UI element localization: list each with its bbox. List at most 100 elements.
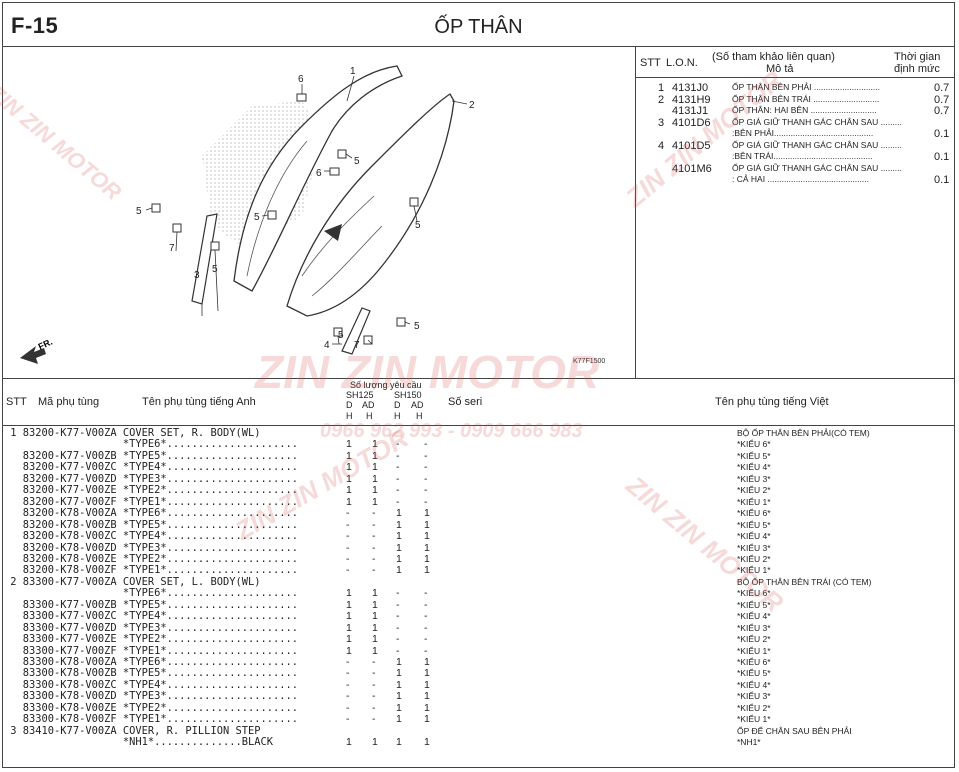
qty-cell: 1 [346, 484, 352, 497]
qty-cell: 1 [424, 690, 430, 703]
part-line: 83300-K78-V00ZB *TYPE5*.................… [4, 667, 299, 680]
qty-cell: - [372, 552, 376, 565]
qty-cell: 1 [346, 495, 352, 508]
table-row: 83300-K78-V00ZB *TYPE5*.................… [0, 668, 959, 680]
qty-cell: 1 [424, 701, 430, 714]
qty-cell: 1 [372, 438, 378, 451]
part-name-vi: *KIỂU 2* [737, 485, 771, 496]
table-row: 83200-K78-V00ZA *TYPE6*.................… [0, 508, 959, 520]
ref-row-time: 0.1 [934, 128, 950, 140]
table-row: 83300-K78-V00ZC *TYPE4*.................… [0, 678, 959, 692]
ref-row-desc: ỐP GIÁ GIỮ THANH GÁC CHÂN SAU ......... [732, 139, 902, 150]
qty-cell: - [396, 610, 400, 623]
ref-row-desc: ỐP THÂN: HAI BÊN .......................… [732, 105, 877, 115]
table-row: 83200-K78-V00ZE *TYPE2*.................… [0, 552, 959, 566]
ref-row-stt: 4 [658, 139, 665, 152]
table-row: 83200-K77-V00ZD *TYPE3*.................… [0, 472, 959, 486]
qty-cell: - [346, 678, 350, 691]
qty-cell: 1 [396, 518, 402, 531]
qty-cell: - [346, 518, 350, 531]
qty-cell: 1 [424, 541, 430, 554]
qty-cell: 1 [346, 621, 352, 634]
table-row: 83300-K77-V00ZC *TYPE4*.................… [0, 611, 959, 623]
part-line: 83300-K77-V00ZF *TYPE1*.................… [4, 644, 299, 657]
table-row: 83200-K78-V00ZC *TYPE4*.................… [0, 531, 959, 543]
qty-cell: - [346, 507, 350, 520]
labor-reference-table: STT L.O.N. (Số tham khảo liên quan) Mô t… [636, 46, 955, 378]
part-line: 83200-K77-V00ZD *TYPE3*.................… [4, 472, 299, 485]
callout-6a: 6 [298, 74, 304, 85]
part-name-vi: *KIỂU 2* [737, 702, 771, 713]
ref-header-time1: Thời gian [894, 51, 941, 63]
qty-cell: 1 [424, 713, 430, 726]
part-line: 83300-K78-V00ZA *TYPE6*.................… [4, 656, 299, 668]
part-3-step-cover-r [191, 213, 218, 305]
qty-cell: - [346, 541, 350, 554]
qty-cell: 1 [346, 736, 352, 749]
part-name-vi: *KIỂU 5* [737, 450, 771, 461]
table-row: 83200-K77-V00ZB *TYPE5*.................… [0, 450, 959, 463]
figure-code: K77F1500 [573, 358, 605, 365]
page-code: F-15 [11, 13, 59, 38]
col-stt: STT [6, 396, 27, 408]
table-row: 83300-K77-V00ZE *TYPE2*.................… [0, 634, 959, 646]
ref-row-desc: ỐP THÂN BÊN PHẢI .......................… [732, 82, 880, 92]
qty-cell: 1 [372, 736, 378, 749]
callout-5e: 5 [415, 220, 421, 231]
qty-cell: - [372, 530, 376, 543]
qty-cell: 1 [424, 736, 430, 749]
qty-cell: - [346, 713, 350, 726]
qty-cell: - [372, 678, 376, 691]
qty-cell: 1 [372, 610, 378, 623]
col-name-en: Tên phụ tùng tiếng Anh [142, 396, 256, 408]
col-qty-title: Số lượng yêu cầu [350, 380, 422, 390]
qty-cell: - [346, 690, 350, 703]
table-row: 83200-K77-V00ZE *TYPE2*.................… [0, 485, 959, 497]
qty-cell: 1 [424, 552, 430, 565]
part-name-vi: *KIỂU 3* [737, 691, 771, 702]
part-name-vi: *KIỂU 4* [737, 531, 771, 542]
table-row: 83200-K77-V00ZF *TYPE1*.................… [0, 495, 959, 509]
qty-cell: - [424, 644, 428, 657]
qty-cell: - [424, 598, 428, 611]
qty-cell: 1 [396, 667, 402, 680]
qty-cell: 1 [372, 633, 378, 646]
qty-cell: 1 [372, 472, 378, 485]
qty-cell: - [424, 587, 428, 600]
qty-cell: 1 [346, 644, 352, 657]
qty-cell: - [424, 495, 428, 508]
qty-cell: - [346, 667, 350, 680]
part-line: 83300-K78-V00ZD *TYPE3*.................… [4, 690, 299, 703]
part-name-vi: *KIỂU 3* [737, 622, 771, 633]
col-ad2: AD [411, 400, 424, 410]
ref-header-desc2: Mô tả [766, 63, 794, 75]
col-part-no: Mã phụ tùng [38, 396, 100, 408]
ref-row-lon: 4131J1 [672, 105, 709, 117]
qty-cell: - [372, 541, 376, 554]
part-line: 1 83200-K77-V00ZA COVER SET, R. BODY(WL) [4, 427, 261, 439]
callout-5c: 5 [254, 212, 260, 223]
part-name-vi: *KIỂU 1* [737, 645, 771, 656]
ref-row-lon: 4101M6 [672, 162, 712, 175]
qty-cell: - [424, 472, 428, 485]
qty-cell: 1 [346, 598, 352, 611]
page-header: F-15 ỐP THÂN [3, 3, 954, 47]
part-name-vi: BỘ ỐP THÂN BÊN PHẢI(CÓ TEM) [737, 428, 870, 438]
qty-cell: - [396, 621, 400, 634]
qty-cell: 1 [424, 656, 430, 668]
part-name-vi: *KIỂU 4* [737, 679, 771, 690]
qty-cell: - [372, 690, 376, 703]
qty-cell: - [396, 644, 400, 657]
part-line: *TYPE6*..................... [4, 587, 299, 600]
col-h3: H [394, 411, 401, 421]
part-line: 83200-K78-V00ZB *TYPE5*.................… [4, 518, 299, 531]
ref-row-desc: :BÊN TRÁI...............................… [732, 151, 873, 161]
qty-cell: 1 [372, 495, 378, 508]
qty-cell: 1 [396, 678, 402, 691]
qty-cell: - [424, 610, 428, 623]
col-serial: Số seri [448, 396, 483, 408]
qty-cell: 1 [346, 461, 352, 474]
callout-6b: 6 [316, 168, 322, 179]
part-name-vi: *KIỂU 1* [737, 496, 771, 507]
